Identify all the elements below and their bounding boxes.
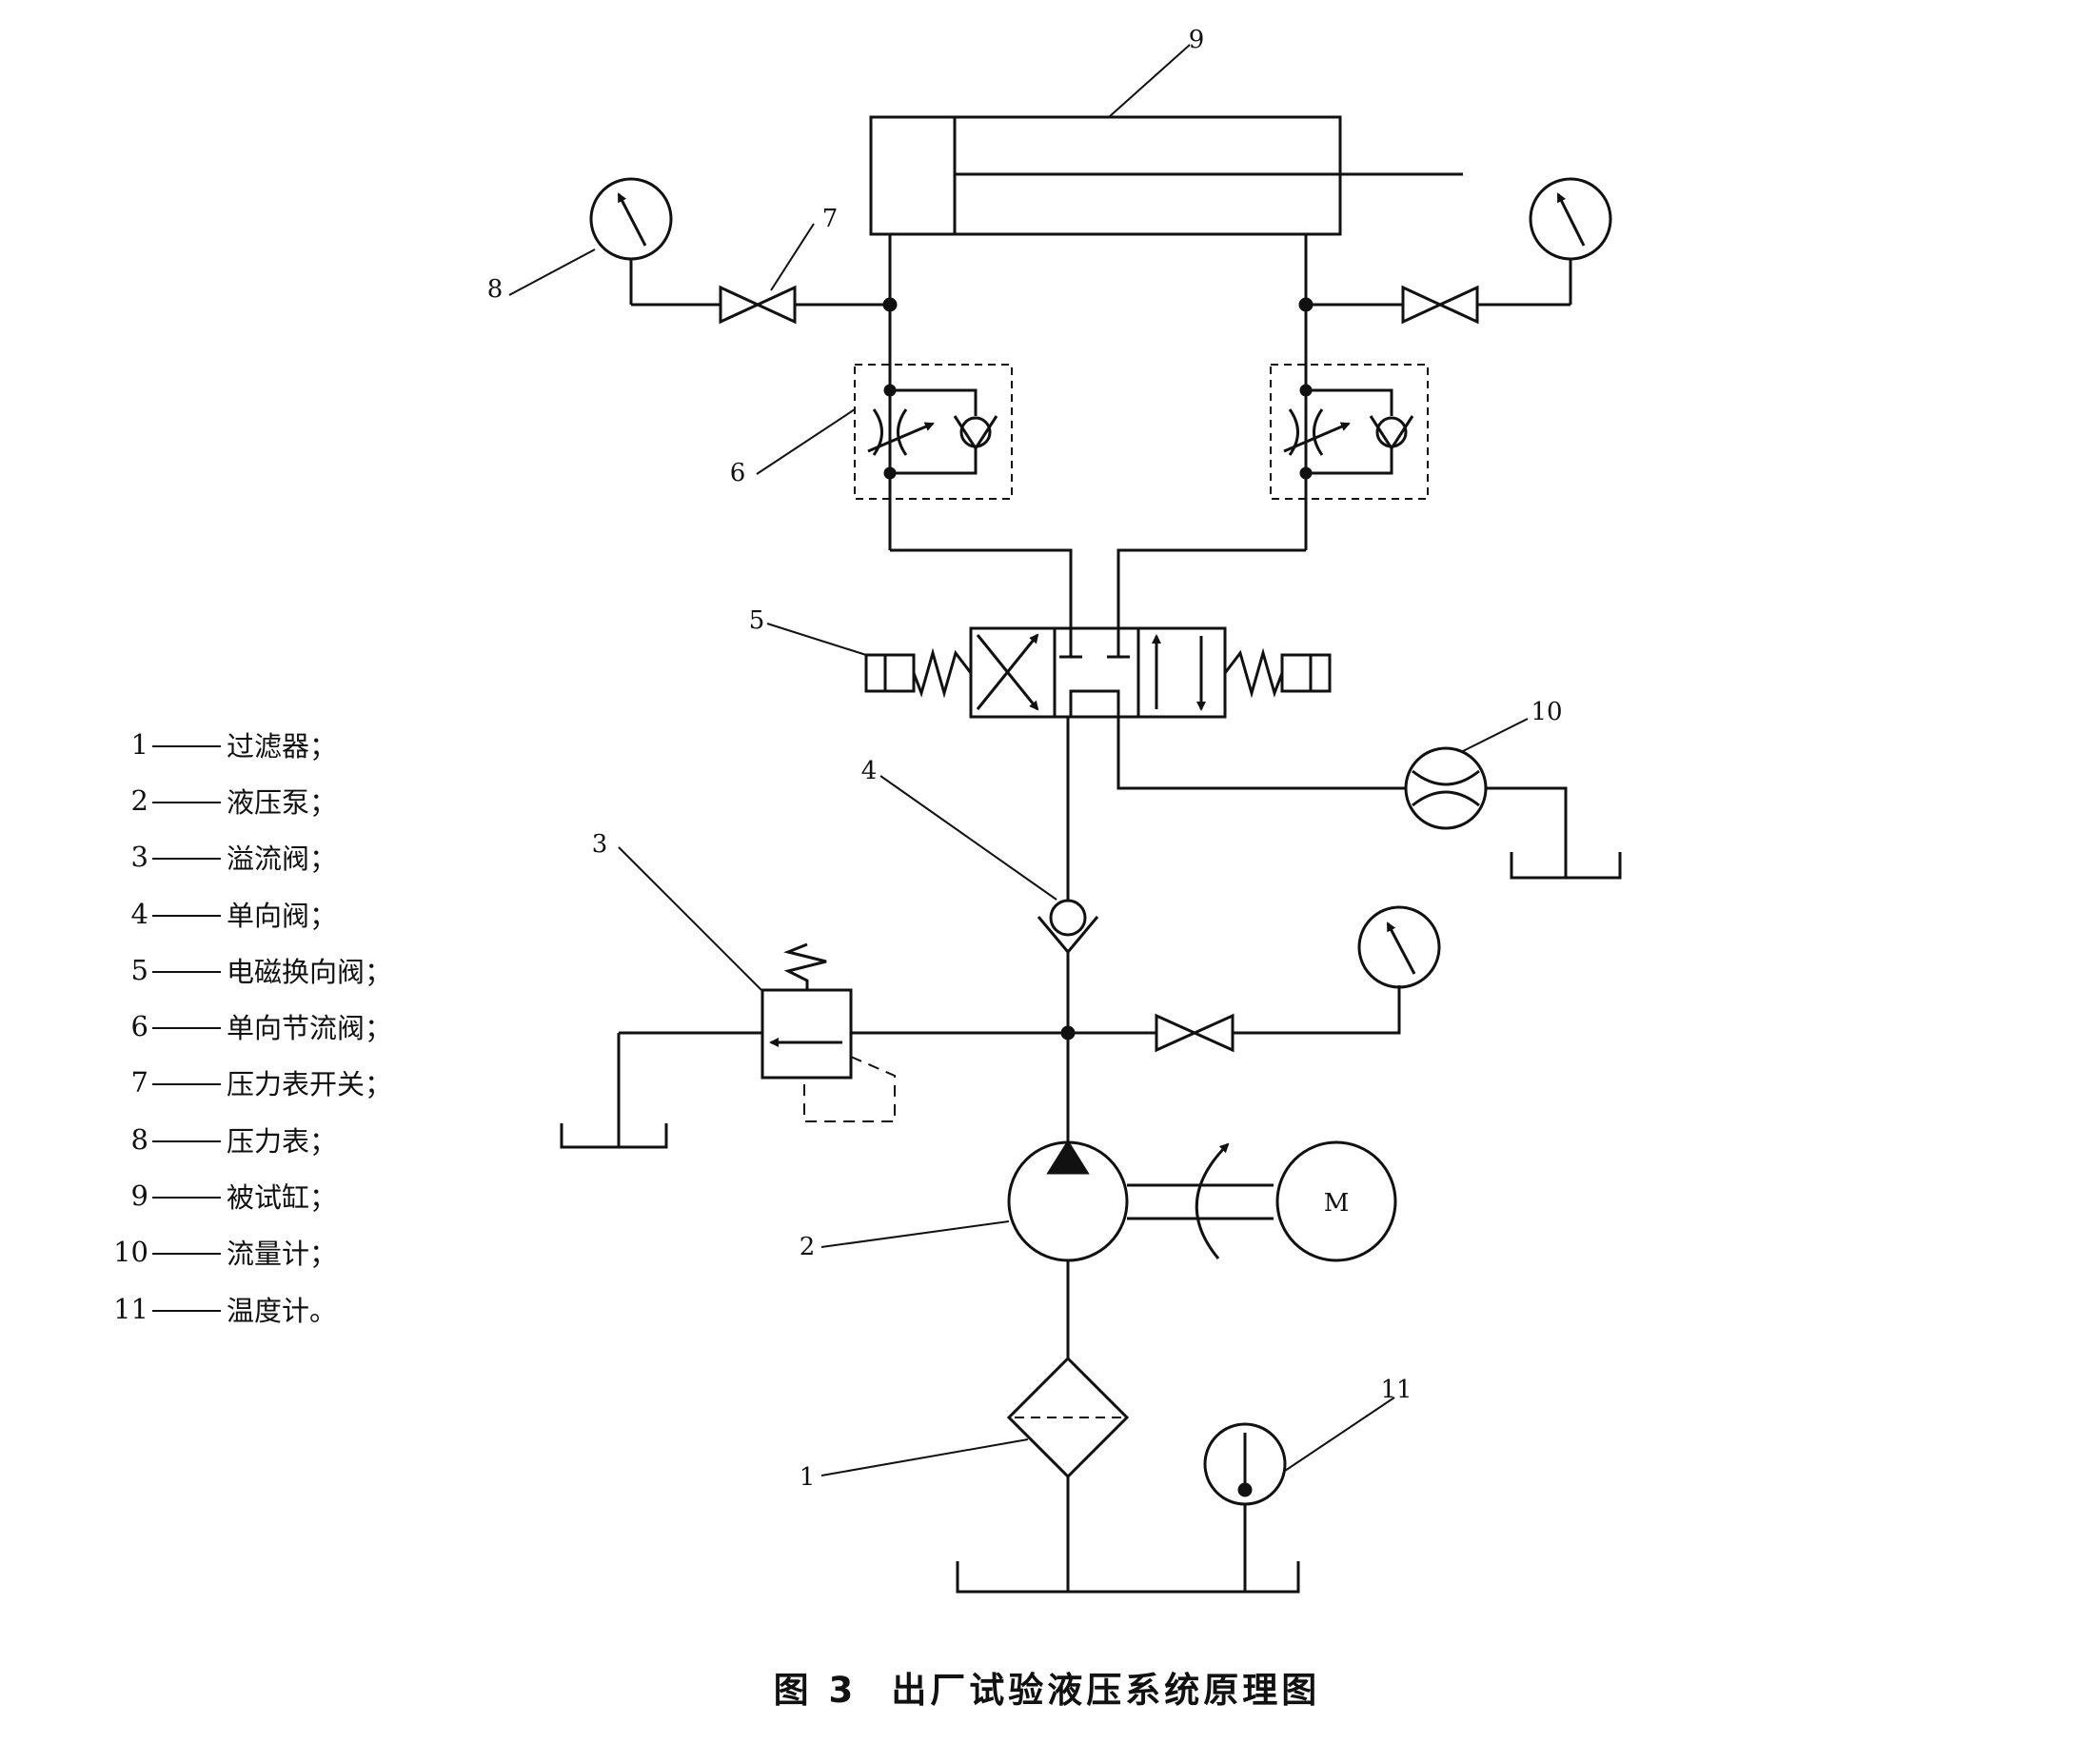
legend-text: 单向阀； — [227, 899, 338, 932]
junction-dots — [882, 297, 1314, 1041]
pressure-gauge-pump — [1357, 905, 1441, 989]
pressure-gauge-right — [1529, 177, 1612, 261]
legend-dash — [152, 744, 221, 747]
legend-item: 11 温度计。 — [105, 1280, 447, 1337]
legend-dash — [152, 1083, 221, 1086]
pump-motor — [1007, 1140, 1397, 1358]
callout-10: 10 — [1531, 698, 1562, 726]
legend-dash — [152, 858, 221, 861]
legend-item: 2 液压泵； — [105, 772, 447, 828]
pressure-line — [1037, 717, 1099, 1147]
legend-text: 单向节流阀； — [227, 1012, 393, 1045]
gauge-switch-valve-right — [1401, 285, 1444, 325]
check-valve — [1049, 899, 1087, 937]
legend-dash — [152, 1253, 221, 1256]
legend-item: 10 流量计； — [105, 1224, 447, 1280]
legend-num: 8 — [130, 1122, 148, 1156]
cylinder-lines — [888, 234, 1308, 636]
legend-text: 电磁换向阀； — [227, 955, 393, 988]
right-gauge-branch — [1306, 177, 1612, 325]
tank-main — [956, 1561, 1300, 1594]
return-line — [1116, 717, 1622, 880]
legend-num: 2 — [130, 783, 148, 817]
callout-7: 7 — [822, 205, 839, 233]
check-throttle-valve-left — [854, 364, 1013, 500]
legend-num: 4 — [130, 897, 148, 930]
legend-text: 温度计。 — [227, 1294, 338, 1327]
check-throttle-valve-right — [1270, 364, 1429, 500]
legend-text: 溢流阀； — [227, 842, 338, 876]
legend-item: 7 压力表开关； — [105, 1055, 447, 1111]
legend-num: 10 — [113, 1236, 148, 1269]
figure-caption: 图 3 出厂试验液压系统原理图 — [0, 1661, 2094, 1713]
legend-num: 7 — [130, 1066, 148, 1100]
legend-dash — [152, 1309, 221, 1312]
legend-item: 8 压力表； — [105, 1111, 447, 1167]
legend-num: 6 — [130, 1010, 148, 1043]
legend-text: 压力表； — [227, 1124, 338, 1158]
legend-dash — [152, 1140, 221, 1142]
legend-item: 1 过滤器； — [105, 716, 447, 772]
legend-dash — [152, 1027, 221, 1030]
pump-gauge-branch — [1068, 905, 1441, 1053]
tested-cylinder — [869, 115, 1463, 236]
legend-text: 被试缸； — [227, 1181, 338, 1215]
callout-leaders — [508, 44, 1529, 1477]
callout-8: 8 — [487, 275, 504, 304]
flow-meter — [1404, 746, 1488, 830]
callout-1: 1 — [800, 1463, 816, 1492]
legend-item: 3 溢流阀； — [105, 829, 447, 885]
motor — [1275, 1140, 1397, 1262]
legend-num: 11 — [113, 1292, 148, 1325]
motor-label: M — [1324, 1189, 1350, 1218]
relief-valve — [560, 942, 1068, 1149]
figure-title: 出厂试验液压系统原理图 — [891, 1670, 1321, 1711]
legend-num: 5 — [130, 953, 148, 986]
legend-dash — [152, 914, 221, 917]
legend-dash — [152, 970, 221, 973]
legend-text: 压力表开关； — [227, 1068, 393, 1101]
figure-number: 图 3 — [773, 1670, 858, 1711]
callout-3: 3 — [592, 830, 608, 859]
callout-11: 11 — [1380, 1376, 1412, 1404]
legend-item: 4 单向阀； — [105, 885, 447, 941]
filter — [1006, 1356, 1130, 1592]
callout-4: 4 — [861, 757, 878, 785]
gauge-switch-valve-left — [719, 285, 761, 325]
thermometer — [1203, 1422, 1287, 1592]
legend-dash — [152, 1197, 221, 1199]
legend-text: 液压泵； — [227, 785, 338, 819]
legend-item: 6 单向节流阀； — [105, 998, 447, 1054]
legend-num: 1 — [130, 727, 148, 761]
callout-2: 2 — [800, 1233, 816, 1261]
callout-5: 5 — [749, 606, 765, 635]
legend-item: 9 被试缸； — [105, 1167, 447, 1223]
legend-text: 过滤器； — [227, 729, 338, 763]
solenoid-directional-valve — [864, 626, 1332, 719]
callout-6: 6 — [730, 459, 746, 487]
legend-num: 3 — [130, 841, 148, 874]
legend-text: 流量计； — [227, 1238, 338, 1271]
legend-item: 5 电磁换向阀； — [105, 941, 447, 998]
left-gauge-branch — [589, 177, 890, 325]
legend-num: 9 — [130, 1179, 148, 1213]
pressure-gauge-left — [589, 177, 673, 261]
legend-dash — [152, 801, 221, 803]
tank-left — [560, 1123, 668, 1149]
tank-right — [1510, 852, 1622, 880]
callout-9: 9 — [1189, 26, 1205, 54]
